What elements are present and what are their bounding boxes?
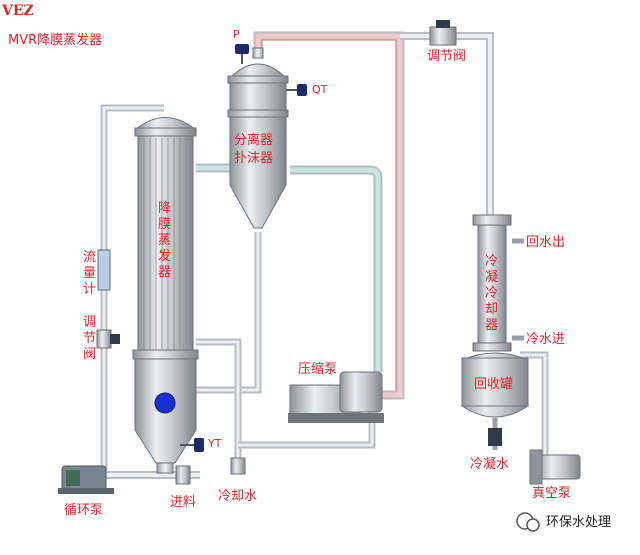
evaporator-label-char: 降 xyxy=(158,201,171,216)
condenser-label-char: 冷 xyxy=(485,286,498,301)
condenser-top-flange xyxy=(472,214,512,226)
feed-label: 进料 xyxy=(170,495,196,510)
separator-drain-pipe xyxy=(196,232,262,394)
piping xyxy=(100,31,549,479)
flowmeter-label: 流 量 计 xyxy=(83,250,100,297)
evaporator-label-char: 器 xyxy=(158,265,171,280)
evaporator-top-flange xyxy=(134,127,197,137)
flowmeter-icon xyxy=(97,249,111,291)
evaporator-label-char: 蒸 xyxy=(158,233,171,248)
sight-glass-icon xyxy=(154,392,176,414)
flowmeter-label-char: 计 xyxy=(83,282,96,297)
tank-bottom-cap xyxy=(460,405,530,418)
left-valve-label-char: 调 xyxy=(83,315,96,330)
separator-top-nozzle xyxy=(252,47,264,59)
vacuum-pump-motor xyxy=(529,449,543,485)
qt-label: QT xyxy=(312,83,328,96)
compressor: 压缩泵 xyxy=(288,361,384,423)
left-valve-label-char: 阀 xyxy=(83,347,96,362)
compressor-label: 压缩泵 xyxy=(298,361,337,377)
valve-body xyxy=(175,465,191,485)
separator-mid-flange xyxy=(227,109,289,118)
falling-film-evaporator: 降 膜 蒸 发 器 xyxy=(132,117,199,474)
condenser-cooler: 冷 凝 冷 却 器 回水出 冷水进 xyxy=(472,214,565,352)
left-valve-label: 调 节 阀 xyxy=(83,315,100,362)
demister-label: 扑沫器 xyxy=(234,151,273,166)
separator-vessel: 分离器 扑沫器 xyxy=(227,47,289,229)
cooling-water-pipe-inner xyxy=(196,340,240,470)
evaporator-label-char: 发 xyxy=(158,248,171,264)
condenser-shell xyxy=(477,224,507,344)
watermark-text: 环保水处理 xyxy=(546,515,611,530)
condenser-label-char: 冷 xyxy=(485,254,498,269)
evaporator-mid-flange xyxy=(132,349,199,360)
pressure-gauge-label: P xyxy=(233,28,240,41)
separator-upper-shell xyxy=(229,82,287,111)
water-in-label: 冷水进 xyxy=(526,332,565,347)
separator-body xyxy=(229,116,287,229)
top-pipe-inner xyxy=(400,34,492,215)
diagram-title: VEZ xyxy=(1,3,34,19)
evaporator-label: 降 膜 蒸 发 器 xyxy=(158,201,175,280)
vapor-pipe-inner xyxy=(290,167,381,372)
qt-sensor: QT xyxy=(286,83,328,96)
flowmeter: 流 量 计 xyxy=(83,249,111,297)
vapor-pipe xyxy=(290,165,383,372)
diagram-subtitle: MVR降膜蒸发器 xyxy=(8,32,102,48)
condensate-valve: 冷凝水 xyxy=(470,428,509,472)
sensor-icon xyxy=(297,84,307,96)
water-out-label: 回水出 xyxy=(526,235,565,250)
sensor-icon xyxy=(194,438,204,452)
evaporator-shell xyxy=(137,135,194,352)
left-control-valve: 调 节 阀 xyxy=(83,315,120,362)
yt-label: YT xyxy=(207,437,222,450)
recovery-tank-label: 回收罐 xyxy=(474,377,513,392)
flowmeter-label-char: 流 xyxy=(83,250,96,265)
condenser-label-char: 却 xyxy=(485,302,498,317)
gauge-icon xyxy=(235,44,249,54)
evaporator-outlet xyxy=(156,462,174,474)
circulation-pump-label: 循环泵 xyxy=(64,503,103,518)
condenser-bottom-flange xyxy=(472,342,512,352)
recovery-tank: 回收罐 xyxy=(460,352,530,418)
separator-label: 分离器 xyxy=(234,132,273,148)
compressor-base xyxy=(288,413,384,423)
vacuum-pump: 真空泵 xyxy=(529,449,581,501)
vacuum-pipe-inner xyxy=(520,353,547,455)
valve-body xyxy=(429,26,457,46)
evaporator-label-char: 膜 xyxy=(158,217,171,232)
compressor-housing xyxy=(339,371,383,413)
valve-body xyxy=(230,457,246,475)
vacuum-pump-body xyxy=(535,454,581,480)
left-valve-label-char: 节 xyxy=(83,331,96,346)
watermark: 环保水处理 xyxy=(516,512,611,532)
wechat-icon-bubble xyxy=(526,518,540,532)
condensate-label: 冷凝水 xyxy=(470,456,509,472)
vacuum-pump-label: 真空泵 xyxy=(532,486,571,501)
condenser-label-char: 凝 xyxy=(485,269,498,285)
condenser-label: 冷 凝 冷 却 器 xyxy=(485,254,502,333)
evaporator-tubes xyxy=(143,138,187,349)
circulation-pump: 循环泵 xyxy=(58,465,114,518)
separator-top-flange xyxy=(227,75,289,84)
top-control-valve: 调节阀 xyxy=(427,20,466,64)
flowmeter-label-char: 量 xyxy=(83,266,96,281)
valve-actuator-icon xyxy=(110,334,120,344)
pressure-gauge: P xyxy=(233,28,249,64)
yt-sensor: YT xyxy=(180,437,222,452)
valve-icon xyxy=(488,428,502,446)
condenser-label-char: 器 xyxy=(485,318,498,333)
cooling-water-label: 冷却水 xyxy=(218,489,257,504)
cooling-water-valve: 冷却水 xyxy=(218,457,257,504)
circulation-pipe-inner xyxy=(102,106,164,470)
valve-actuator-icon xyxy=(436,20,450,28)
separator-drain-pipe-inner xyxy=(196,232,260,392)
circulation-pump-terminal xyxy=(66,470,80,486)
top-valve-label: 调节阀 xyxy=(427,49,466,64)
circulation-pump-base xyxy=(58,488,114,494)
feed-valve: 进料 xyxy=(170,465,196,510)
